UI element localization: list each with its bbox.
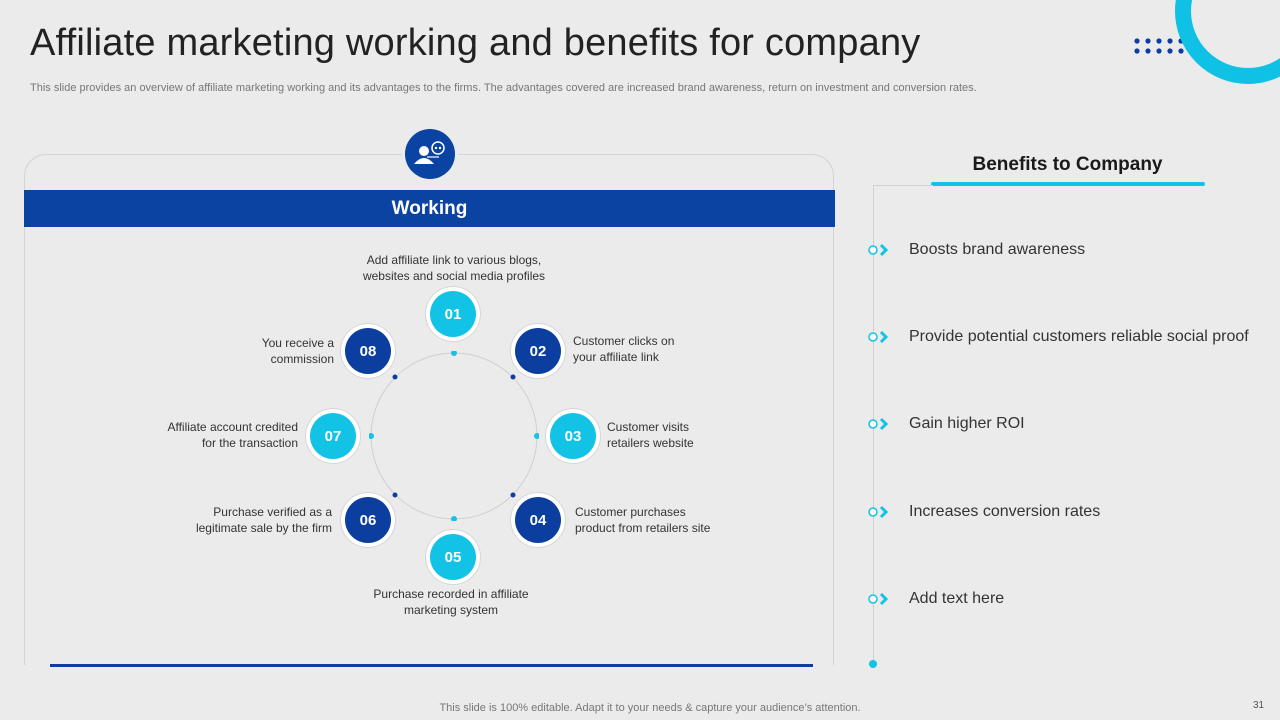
step-06-label: Purchase verified as a legitimate sale b… xyxy=(195,505,332,535)
step-07-badge: 07 xyxy=(310,413,356,459)
benefit-item-5: Add text here xyxy=(909,590,1005,607)
decorative-dots-icon xyxy=(1134,38,1194,54)
cycle-ring xyxy=(369,351,539,521)
step-01-badge: 01 xyxy=(430,291,476,337)
chevron-right-icon xyxy=(868,505,889,519)
chevron-right-icon xyxy=(868,592,889,606)
step-02-label: Customer clicks on your affiliate link xyxy=(573,334,675,364)
step-08-badge: 08 xyxy=(345,328,391,374)
step-05-badge: 05 xyxy=(430,534,476,580)
step-06-badge: 06 xyxy=(345,497,391,543)
slide-footer: This slide is 100% editable. Adapt it to… xyxy=(439,702,861,714)
timeline-end-dot-icon xyxy=(869,660,877,668)
decorative-ring-icon xyxy=(1175,0,1280,84)
benefits-heading: Benefits to Company xyxy=(972,154,1163,175)
benefit-item-1: Boosts brand awareness xyxy=(909,241,1086,258)
benefit-item-4: Increases conversion rates xyxy=(909,503,1101,520)
slide-subtitle: This slide provides an overview of affil… xyxy=(30,82,977,94)
benefit-item-3: Gain higher ROI xyxy=(909,415,1025,432)
chevron-right-icon xyxy=(868,417,889,431)
step-04-badge: 04 xyxy=(515,497,561,543)
benefits-heading-underline xyxy=(931,182,1205,186)
benefit-item-2: Provide potential customers reliable soc… xyxy=(909,328,1249,345)
panel-bottom-divider xyxy=(50,664,813,667)
working-heading: Working xyxy=(24,190,835,227)
benefits-connector-line xyxy=(873,185,933,186)
slide-title: Affiliate marketing working and benefits… xyxy=(30,22,921,64)
step-07-label: Affiliate account credited for the trans… xyxy=(167,420,298,450)
page-number: 31 xyxy=(1253,700,1265,711)
chevron-right-icon xyxy=(868,243,889,257)
step-03-badge: 03 xyxy=(550,413,596,459)
step-05-label: Purchase recorded in affiliate marketing… xyxy=(373,587,529,617)
step-08-label: You receive a commission xyxy=(261,336,334,366)
step-01-label: Add affiliate link to various blogs, web… xyxy=(362,253,546,283)
step-03-label: Customer visits retailers website xyxy=(607,420,694,450)
chevron-right-icon xyxy=(868,330,889,344)
step-04-label: Customer purchases product from retailer… xyxy=(575,505,711,535)
person-network-icon xyxy=(405,129,455,179)
step-02-badge: 02 xyxy=(515,328,561,374)
